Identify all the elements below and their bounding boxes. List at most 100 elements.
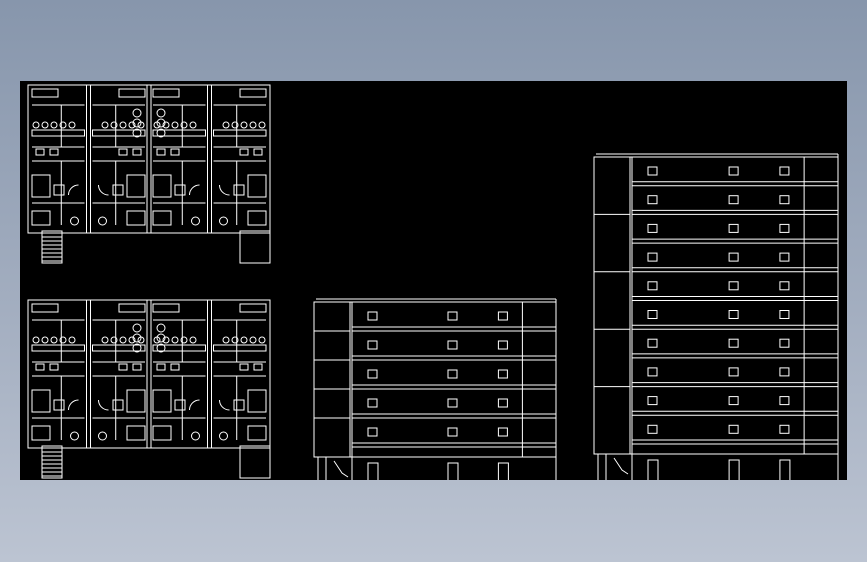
apartment-unit (31, 88, 85, 226)
entry-steps (613, 457, 629, 475)
toilet-fixture (233, 184, 245, 196)
window (447, 311, 458, 321)
window (497, 340, 508, 350)
stool-circle (128, 121, 136, 129)
stair-block (41, 230, 63, 264)
window (647, 367, 658, 377)
bed-outline (31, 174, 51, 198)
bed-outline (152, 174, 172, 198)
ground-door (728, 459, 740, 480)
tall-elevation (593, 153, 839, 480)
wardrobe-outline (31, 425, 51, 441)
apartment-unit (92, 303, 146, 441)
stool-circle (59, 336, 67, 344)
toilet-fixture (53, 184, 65, 196)
stool-circle (162, 121, 170, 129)
plan-outline (27, 84, 271, 234)
washer-circle (191, 431, 200, 441)
stool-circle (189, 336, 197, 344)
window (497, 427, 508, 437)
window (779, 195, 790, 205)
window (647, 252, 658, 262)
door-swing (189, 184, 200, 196)
chair-circle (156, 343, 166, 353)
stool-circle (222, 121, 230, 129)
window (647, 396, 658, 406)
stove-fixture (239, 363, 249, 371)
window (728, 338, 739, 348)
washer-circle (70, 216, 79, 226)
sink-fixture (253, 148, 263, 156)
stair-outline (41, 230, 63, 264)
stool-circle (50, 336, 58, 344)
washer-circle (70, 431, 79, 441)
apartment-unit (92, 88, 146, 226)
dining-bench (152, 129, 206, 137)
stool-circle (68, 336, 76, 344)
stair-core (239, 445, 271, 479)
chair-circle (132, 323, 142, 333)
toilet-fixture (174, 399, 186, 411)
door-swing (98, 399, 109, 411)
kitchen-counter (31, 303, 59, 313)
window (447, 398, 458, 408)
stove-fixture (49, 363, 59, 371)
kitchen-counter (152, 303, 180, 313)
apartment-unit (31, 303, 85, 441)
bed-outline (31, 389, 51, 413)
apartment-unit (152, 303, 206, 441)
kitchen-counter (118, 303, 146, 313)
window (728, 195, 739, 205)
upper-floor-plan (27, 84, 271, 264)
window (728, 367, 739, 377)
sink-fixture (132, 363, 142, 371)
dining-bench (31, 129, 85, 137)
bed-outline (152, 389, 172, 413)
door-swing (219, 399, 230, 411)
door-swing (98, 184, 109, 196)
ground-door (497, 462, 509, 480)
window (728, 396, 739, 406)
ground-door (779, 459, 791, 480)
window (647, 281, 658, 291)
dining-bench (92, 129, 146, 137)
drawing-area[interactable] (20, 81, 847, 480)
washer-circle (98, 216, 107, 226)
window (779, 338, 790, 348)
window (497, 311, 508, 321)
stool-circle (41, 336, 49, 344)
stool-circle (119, 336, 127, 344)
stool-circle (240, 336, 248, 344)
stool-circle (32, 336, 40, 344)
cad-drawing (27, 84, 839, 480)
window (447, 340, 458, 350)
stool-circle (240, 121, 248, 129)
short-elevation (313, 298, 557, 480)
stool-circle (68, 121, 76, 129)
chair-circle (156, 333, 166, 343)
kitchen-counter (152, 88, 180, 98)
stool-circle (189, 121, 197, 129)
sink-fixture (35, 148, 45, 156)
chair-circle (156, 118, 166, 128)
wardrobe-outline (247, 425, 267, 441)
plan-outline (27, 299, 271, 449)
stool-circle (171, 121, 179, 129)
window (779, 252, 790, 262)
window (367, 369, 378, 379)
door-swing (68, 399, 79, 411)
chair-circle (156, 108, 166, 118)
window (728, 310, 739, 319)
wardrobe-outline (126, 210, 146, 226)
window (647, 424, 658, 434)
window (647, 310, 658, 319)
window (779, 223, 790, 233)
ground-door (367, 462, 379, 480)
stool-circle (258, 336, 266, 344)
window (728, 281, 739, 291)
wardrobe-outline (152, 425, 172, 441)
window (728, 166, 739, 176)
kitchen-counter (239, 88, 267, 98)
dining-bench (213, 344, 267, 352)
